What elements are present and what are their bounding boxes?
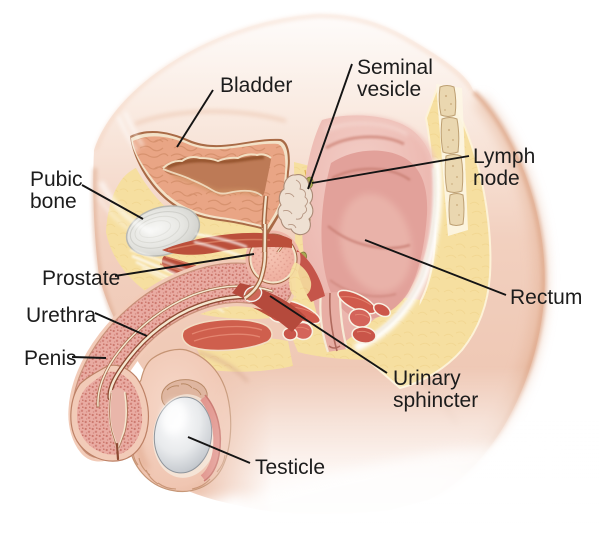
svg-text:Pubic: Pubic	[30, 168, 83, 191]
svg-text:Penis: Penis	[24, 347, 77, 370]
svg-text:Urinary: Urinary	[393, 367, 461, 390]
svg-text:Lymph: Lymph	[473, 145, 535, 168]
svg-text:sphincter: sphincter	[393, 389, 478, 412]
svg-text:Testicle: Testicle	[255, 456, 325, 479]
svg-text:Prostate: Prostate	[42, 267, 120, 290]
svg-text:vesicle: vesicle	[357, 78, 421, 101]
svg-text:bone: bone	[30, 190, 77, 213]
svg-text:Urethra: Urethra	[26, 304, 96, 327]
svg-text:Seminal: Seminal	[357, 56, 433, 79]
svg-text:Bladder: Bladder	[220, 74, 292, 97]
svg-text:node: node	[473, 167, 520, 190]
svg-text:Rectum: Rectum	[510, 286, 582, 309]
